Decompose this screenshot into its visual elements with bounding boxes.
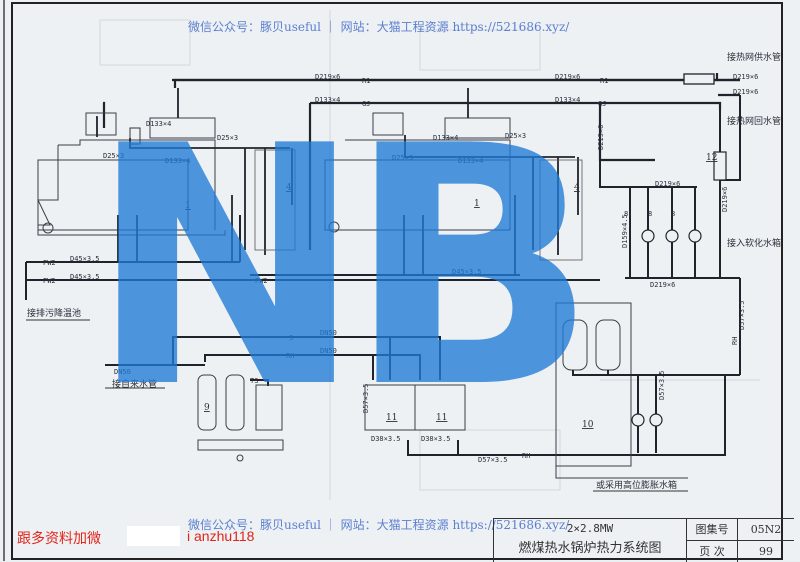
unit-4-right: 4 [574,183,580,193]
contact-note: 跟多资料加微 [17,531,101,547]
callout-high-tank: 或采用高位膨胀水箱 [596,479,677,491]
sewage-lines [25,215,600,300]
redacted-box [127,526,180,546]
label-d57-tank: D57×3.5 [362,383,370,413]
code-pw2-1: PW2 [43,259,56,267]
code-s: S [289,334,293,342]
label-d38-2: D38×3.5 [421,435,451,443]
label-b1-d133b: D133×4 [165,157,190,165]
softener-number: 9 [204,403,210,413]
exchanger-number: 12 [706,153,717,163]
pump-2-number: 8 [648,210,652,218]
tank-2-number: 11 [436,413,447,423]
softener-unit [197,374,284,462]
atlas-number-value: 05N2 [738,519,794,541]
contact-id: i anzhu118 [187,528,255,544]
code-rh-bottom: RH [522,452,530,460]
label-b2-d25: D25×3 [505,132,526,140]
label-b2-d25b: D25×3 [392,154,413,162]
title-block: 2×2.8MW 燃煤热水锅炉热力系统图 图集号 05N2 页 次 99 [493,518,794,562]
label-b1-d25: D25×3 [217,134,238,142]
label-b1-d25b: D25×3 [103,152,124,160]
label-b2-d133b: D133×4 [458,157,483,165]
label-pw-d45-2: D45×3.5 [70,273,100,281]
code-ts: TS [250,377,258,385]
callout-return-net: 接热网回水管 [727,115,781,127]
boiler-1-number: 1 [185,201,191,211]
page-label: 页 次 [687,541,738,562]
water-tanks [364,384,466,431]
label-d133-mid: D133×4 [555,96,580,104]
label-dn50-tap: DN50 [114,368,131,376]
code-r1-right: R1 [600,77,608,85]
boiler-2-number: 1 [474,199,480,209]
label-pump-d219-top: D219×6 [655,180,680,188]
unit-4-left: 4 [286,183,292,193]
label-d219-mid: D219×6 [555,73,580,81]
pump-1-number: 8 [624,210,628,218]
label-d38-1: D38×3.5 [371,435,401,443]
label-d57-pump: D57×3.5 [658,370,666,400]
pressurizer-number: 10 [582,420,594,430]
label-d57-bottom: D57×3.5 [478,456,508,464]
label-d219-supply: D219×6 [733,73,758,81]
label-pw-d45-1: D45×3.5 [70,255,100,263]
label-dn50-rh: DN50 [320,347,337,355]
label-d159: D159×4.5 [621,214,629,248]
code-pw2-3: PW2 [255,277,268,285]
callout-sewage: 接排污降温池 [27,307,81,319]
tank-1-number: 11 [386,413,397,423]
watermark-top: 微信公众号：豚贝useful ｜ 网站：大猫工程资源 https://52168… [188,20,570,34]
label-d219-left: D219×6 [315,73,340,81]
label-d133-left: D133×4 [315,96,340,104]
drawing-title: 2×2.8MW 燃煤热水锅炉热力系统图 [494,519,687,562]
label-b1-d133: D133×4 [146,120,171,128]
page-value: 99 [759,545,773,558]
label-dn50-s: DN50 [320,329,337,337]
code-rh-right: RH [731,337,739,345]
callout-tap-water: 接自来水管 [112,378,157,390]
code-rh: RH [286,352,294,360]
callout-supply-net: 接热网供水管 [727,51,781,63]
boiler-2 [324,112,511,233]
code-gj: GJ [362,100,370,108]
watermark-bottom: 微信公众号：豚贝useful ｜ 网站：大猫工程资源 https://52168… [188,518,570,532]
boiler-1 [37,112,226,236]
callout-softened-tank: 接入软化水箱 [727,237,781,249]
label-d57-right: D57×3.5 [738,300,746,330]
pump-3-number: 8 [671,210,675,218]
label-d219-return: D219×6 [733,88,758,96]
label-d219-vert: D219×6 [597,125,605,150]
label-d219-vert-right: D219×6 [721,187,729,212]
label-b2-d133: D133×4 [433,134,458,142]
expansion-tanks [555,302,688,479]
label-pump-d219-bottom: D219×6 [650,281,675,289]
label-pw-d45-3: D45×3.5 [452,268,482,276]
title-capacity: 2×2.8MW [566,522,614,535]
main-headers [102,73,740,250]
atlas-number-label: 图集号 [687,519,738,541]
code-pw2-2: PW2 [43,277,56,285]
code-gj-right: GJ [598,100,606,108]
code-r1: R1 [362,77,370,85]
title-name: 燃煤热水锅炉热力系统图 [518,541,662,556]
